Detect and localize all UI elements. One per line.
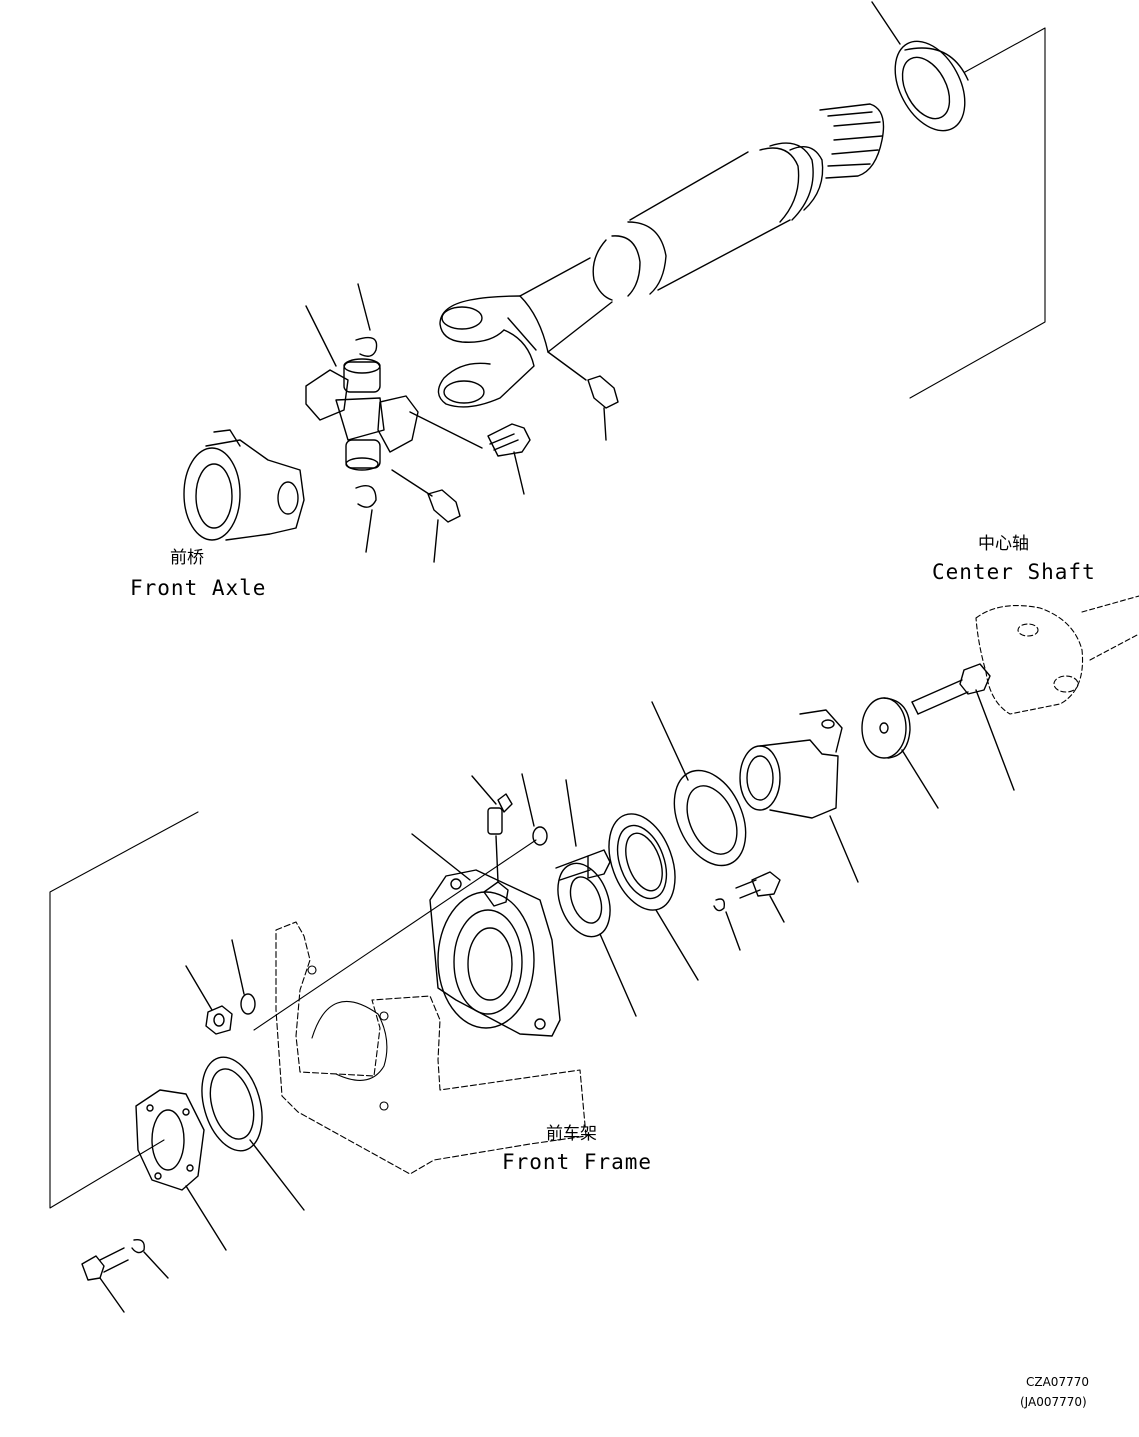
drive-shaft: [438, 104, 883, 407]
center-shaft-yoke: [976, 596, 1139, 714]
drawing-code-secondary: (JA007770): [1020, 1395, 1087, 1409]
bolt-upper-yoke: [410, 412, 530, 494]
center-shaft-label-en: Center Shaft: [932, 560, 1096, 584]
companion-flange: [740, 710, 858, 882]
oil-seal: [597, 805, 698, 980]
spacer-ring: [548, 856, 636, 1016]
grease-fitting-angled: [472, 776, 512, 882]
front-axle-label-en: Front Axle: [130, 576, 267, 600]
nut: [186, 966, 232, 1034]
seal-ring-top: [872, 2, 979, 142]
drawing-code-primary: CZA07770: [1026, 1375, 1089, 1389]
front-axle-flange: [184, 430, 304, 540]
upper-bracket-lines: [910, 28, 1045, 398]
bearing-lower: [192, 1050, 304, 1210]
front-frame-label-cn: 前车架: [546, 1124, 597, 1144]
front-axle-label-cn: 前桥: [170, 548, 204, 568]
lock-washer-lower-left: [132, 1240, 168, 1278]
washer-small-center: [522, 774, 547, 845]
center-shaft-label-cn: 中心轴: [978, 534, 1029, 554]
grease-fitting-upper-left: [428, 490, 460, 562]
washer-lower-left: [232, 940, 255, 1014]
bolt-lower-left: [82, 1248, 128, 1312]
front-frame-label-en: Front Frame: [502, 1150, 653, 1174]
washer-disc: [862, 698, 938, 808]
lock-washer-right: [714, 899, 740, 950]
front-frame-outline: [276, 922, 586, 1174]
bearing-housing: [412, 834, 560, 1036]
seal-ring-middle: [652, 702, 760, 877]
bolt-top-center: [556, 780, 610, 880]
bolt-small-right: [736, 872, 784, 922]
long-bolt: [912, 664, 1014, 790]
lower-bracket-lines: [50, 812, 536, 1208]
bearing-cover: [136, 1090, 226, 1250]
grease-fitting-upper-right: [548, 352, 618, 440]
universal-joint-cross: [306, 284, 432, 552]
